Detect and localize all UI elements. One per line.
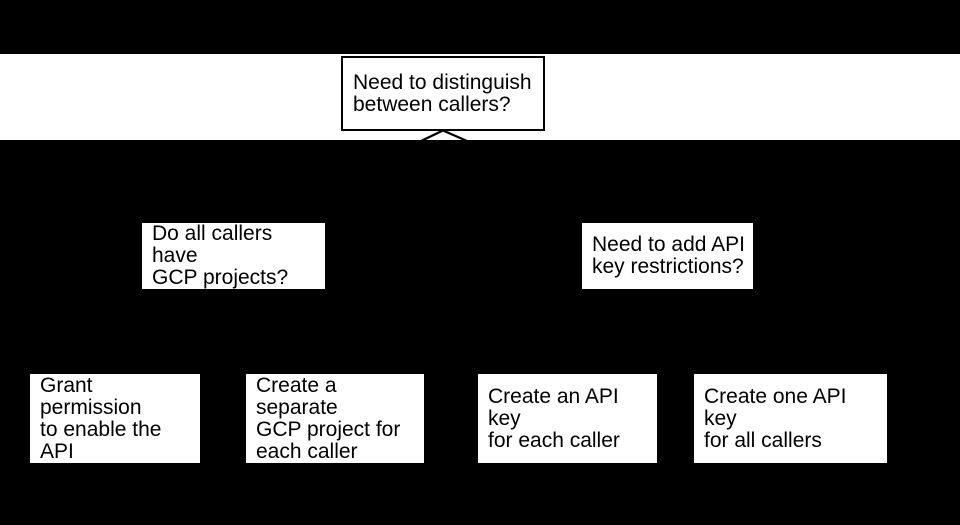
node-outcome-api-key-each-caller-label: Create an API key for each caller (488, 384, 620, 452)
node-question-api-key-restrictions-label: Need to add API key restrictions? (592, 233, 745, 278)
node-outcome-api-key-each-caller: Create an API key for each caller (478, 374, 657, 463)
node-outcome-separate-gcp-project-label: Create a separate GCP project for each c… (256, 373, 401, 463)
node-outcome-api-key-all-callers: Create one API key for all callers (694, 374, 887, 463)
node-root-question: Need to distinguish between callers? (341, 56, 545, 131)
node-outcome-api-key-all-callers-label: Create one API key for all callers (704, 384, 847, 452)
node-question-gcp-projects-label: Do all callers have GCP projects? (152, 222, 289, 289)
node-root-question-label: Need to distinguish between callers? (353, 70, 532, 116)
node-outcome-separate-gcp-project: Create a separate GCP project for each c… (246, 374, 424, 463)
node-question-api-key-restrictions: Need to add API key restrictions? (582, 223, 753, 289)
node-outcome-grant-permission: Grant permission to enable the API (30, 374, 200, 463)
node-question-gcp-projects: Do all callers have GCP projects? (142, 223, 325, 289)
node-outcome-grant-permission-label: Grant permission to enable the API (40, 373, 162, 463)
